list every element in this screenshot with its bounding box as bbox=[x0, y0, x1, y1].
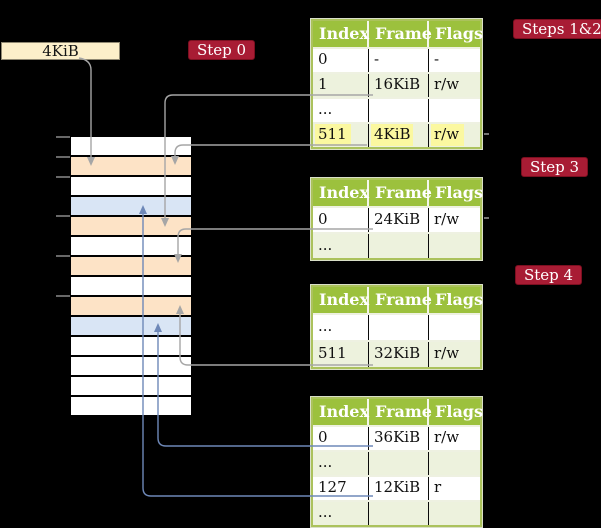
table-cell: ... bbox=[313, 234, 369, 258]
highlighted-value: 511 bbox=[315, 124, 351, 146]
column-header: Flags bbox=[435, 402, 483, 421]
table-cell: ... bbox=[313, 452, 369, 475]
table-cell: r/w bbox=[429, 124, 480, 147]
table-cell: 0 bbox=[313, 49, 369, 72]
memory-frame-row bbox=[71, 357, 191, 375]
memory-frame-row bbox=[71, 177, 191, 195]
table-cell: 12KiB bbox=[369, 477, 429, 500]
table-cell: - bbox=[369, 49, 429, 72]
table-row: ... bbox=[313, 232, 480, 258]
table-cell: r/w bbox=[434, 428, 460, 446]
table-cell: ... bbox=[313, 315, 369, 340]
table-row: ... bbox=[313, 313, 480, 340]
table-row: ... bbox=[313, 450, 480, 475]
table-cell: 0 bbox=[313, 208, 369, 232]
memory-frame-row bbox=[71, 217, 191, 235]
table-cell bbox=[429, 315, 480, 340]
column-header: Index bbox=[313, 399, 369, 425]
step-4-badge: Step 4 bbox=[515, 265, 583, 285]
table-cell bbox=[429, 452, 480, 475]
table-cell bbox=[369, 315, 429, 340]
table-cell: r bbox=[434, 478, 442, 496]
memory-frame-row bbox=[71, 317, 191, 335]
table-cell: r/w bbox=[434, 344, 460, 362]
column-header: Index bbox=[313, 287, 369, 313]
step-0-badge: Step 0 bbox=[188, 40, 256, 60]
table-row: 0-- bbox=[313, 47, 480, 72]
table-cell: 24KiB bbox=[369, 208, 429, 232]
column-header: Flags bbox=[435, 183, 483, 202]
frame-size-label: 4KiB bbox=[1, 42, 120, 60]
table-cell bbox=[369, 234, 429, 258]
table-row: ... bbox=[313, 97, 480, 122]
table-cell bbox=[429, 99, 480, 122]
table-cell: 16KiB bbox=[369, 74, 429, 97]
physical-memory-stack bbox=[71, 137, 191, 415]
table-cell: ... bbox=[313, 502, 369, 525]
memory-frame-row bbox=[71, 237, 191, 255]
table-cell: 32KiB bbox=[369, 342, 429, 367]
steps-1-2-badge: Steps 1&2 bbox=[513, 19, 601, 39]
table-cell: 36KiB bbox=[369, 427, 429, 450]
memory-frame-row bbox=[71, 197, 191, 215]
column-header: Frame bbox=[369, 21, 432, 47]
memory-frame-row bbox=[71, 337, 191, 355]
table-cell bbox=[369, 99, 429, 122]
column-header: Flags bbox=[435, 290, 483, 309]
column-header: Frame bbox=[369, 399, 432, 425]
step-3-badge: Step 3 bbox=[521, 157, 589, 177]
memory-frame-row bbox=[71, 157, 191, 175]
table-cell bbox=[369, 502, 429, 525]
column-header: Frame bbox=[369, 180, 432, 206]
highlighted-value: 4KiB bbox=[371, 124, 413, 146]
table-cell: 0 bbox=[313, 427, 369, 450]
column-header: Flags bbox=[435, 24, 483, 43]
highlighted-value: r/w bbox=[431, 124, 465, 146]
table-cell: 127 bbox=[313, 477, 369, 500]
memory-frame-row bbox=[71, 277, 191, 295]
table-cell: 4KiB bbox=[369, 124, 429, 147]
table-cell bbox=[429, 502, 480, 525]
table-cell bbox=[429, 234, 480, 258]
table-cell: 511 bbox=[313, 342, 369, 367]
memory-frame-row bbox=[71, 137, 191, 155]
table-cell: - bbox=[434, 50, 440, 68]
table-cell: ... bbox=[313, 99, 369, 122]
table-row: 511 4KiB r/w bbox=[313, 122, 480, 147]
table-cell: r/w bbox=[434, 75, 460, 93]
table-row: ... bbox=[313, 500, 480, 525]
memory-frame-row bbox=[71, 377, 191, 395]
column-header: Frame bbox=[369, 287, 432, 313]
table-cell: r/w bbox=[434, 210, 460, 228]
memory-tick-marks bbox=[56, 136, 70, 297]
column-header: Index bbox=[313, 180, 369, 206]
memory-frame-row bbox=[71, 297, 191, 315]
memory-frame-row bbox=[71, 397, 191, 415]
table-cell: 511 bbox=[313, 124, 369, 147]
column-header: Index bbox=[313, 21, 369, 47]
table-cell bbox=[369, 452, 429, 475]
table-cell: 1 bbox=[313, 74, 369, 97]
memory-frame-row bbox=[71, 257, 191, 275]
